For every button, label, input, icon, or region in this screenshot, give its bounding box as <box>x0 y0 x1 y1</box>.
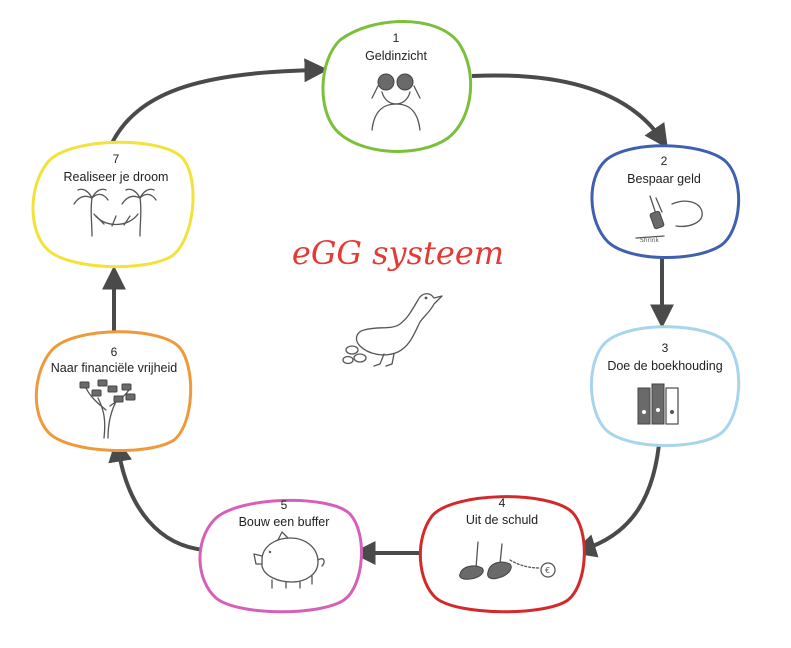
arrow-7-to-1 <box>110 58 329 144</box>
svg-text:€: € <box>545 566 550 575</box>
binoculars-person-icon <box>371 73 421 131</box>
step-4-number: 4 <box>499 496 506 510</box>
step-2-label: Bespaar geld <box>627 172 701 186</box>
hammock-palms-icon <box>73 188 157 237</box>
arrow-1-to-2 <box>471 73 668 149</box>
step-5-label: Bouw een buffer <box>239 515 330 529</box>
step-2-number: 2 <box>661 154 668 168</box>
step-1-label: Geldinzicht <box>365 49 427 63</box>
cycle-arrows <box>102 58 674 565</box>
binders-icon <box>637 383 679 425</box>
step-4-blob <box>418 495 586 614</box>
step-3-blob <box>589 325 741 447</box>
step-7-label: Realiseer je droom <box>64 170 169 184</box>
step-5-blob <box>198 498 363 614</box>
svg-text:Shrink: Shrink <box>640 237 660 244</box>
ball-and-chain-feet-icon: € <box>459 541 556 580</box>
arrow-3-to-4 <box>572 433 662 558</box>
step-7-node: 7 Realiseer je droom <box>31 140 195 269</box>
step-7-blob <box>31 140 195 269</box>
step-1-number: 1 <box>393 31 400 45</box>
step-6-node: 6 Naar financiële vrijheid <box>34 330 193 452</box>
diagram-title: eGG systeem <box>292 234 504 272</box>
piggy-bank-icon <box>253 531 325 589</box>
step-3-label: Doe de boekhouding <box>607 359 722 373</box>
step-7-number: 7 <box>113 152 120 166</box>
step-1-node: 1 Geldinzicht <box>321 20 473 153</box>
step-6-label: Naar financiële vrijheid <box>51 361 178 375</box>
arrow-5-to-6 <box>108 437 206 552</box>
step-1-blob <box>321 20 473 153</box>
step-4-label: Uit de schuld <box>466 513 538 527</box>
step-6-number: 6 <box>111 345 118 359</box>
step-2-node: 2 Bespaar geld Shrink <box>590 144 741 259</box>
step-3-number: 3 <box>662 341 669 355</box>
step-5-number: 5 <box>281 498 288 512</box>
scissors-coupon-icon: Shrink <box>635 195 703 244</box>
step-4-node: 4 Uit de schuld € <box>418 495 586 614</box>
money-tree-icon <box>79 379 136 439</box>
step-2-blob <box>590 144 741 259</box>
step-3-node: 3 Doe de boekhouding <box>589 325 741 447</box>
goose-mascot-icon <box>342 293 443 367</box>
step-5-node: 5 Bouw een buffer <box>198 498 363 614</box>
